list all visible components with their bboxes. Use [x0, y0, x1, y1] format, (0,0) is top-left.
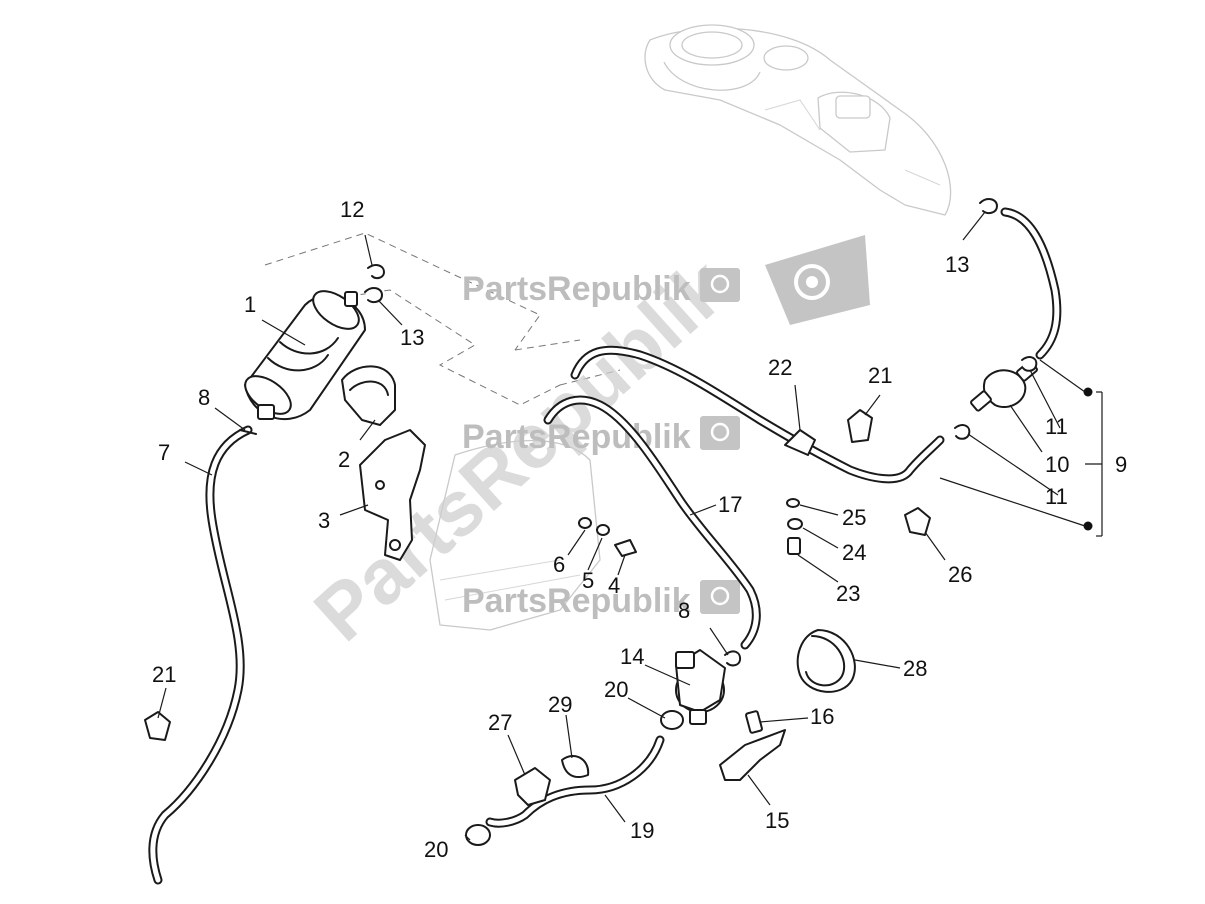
hose-17 — [543, 345, 945, 650]
callout-25: 25 — [842, 505, 866, 530]
callout-13-right: 13 — [945, 252, 969, 277]
clip-11-bottom — [954, 424, 971, 440]
callout-5: 5 — [582, 568, 594, 593]
clip-29 — [561, 755, 590, 779]
band-28 — [796, 629, 856, 693]
callout-15: 15 — [765, 808, 789, 833]
hose-right — [1000, 207, 1062, 360]
svg-text:PartsRepublik: PartsRepublik — [462, 270, 691, 308]
svg-text:PartsRepublik: PartsRepublik — [462, 582, 691, 620]
callout-labels: 1 2 3 12 13 8 7 21 13 11 10 9 11 22 21 1… — [152, 197, 1127, 862]
fuel-tank-ghost — [644, 24, 952, 216]
callout-28: 28 — [903, 656, 927, 681]
gear-icon — [710, 274, 730, 294]
holder-27 — [514, 767, 551, 806]
callout-6: 6 — [553, 552, 565, 577]
bracket-15 — [719, 729, 786, 781]
callout-2: 2 — [338, 447, 350, 472]
leader-lines — [157, 211, 1102, 841]
gear-icon — [710, 586, 730, 606]
gear-icon — [710, 422, 730, 442]
callout-20-bottom: 20 — [424, 837, 448, 862]
callout-4: 4 — [608, 573, 620, 598]
clip-12 — [367, 264, 385, 280]
callout-20-top: 20 — [604, 677, 628, 702]
washer-25 — [786, 498, 800, 508]
bracket-3 — [359, 429, 426, 561]
callout-10: 10 — [1045, 452, 1069, 477]
callout-16: 16 — [810, 704, 834, 729]
callout-24: 24 — [842, 540, 866, 565]
clamp-20-bottom — [465, 824, 491, 846]
washer-5 — [596, 524, 610, 536]
callout-11-bottom: 11 — [1045, 484, 1068, 509]
callout-1: 1 — [244, 292, 256, 317]
strap-2 — [341, 365, 396, 426]
canister-1 — [244, 290, 366, 420]
bolt-23 — [787, 537, 801, 555]
washer-24 — [787, 518, 803, 530]
clamp-20-top — [660, 710, 684, 730]
gear-icon — [794, 264, 830, 300]
watermark-logo-large — [765, 235, 870, 325]
clip-26 — [904, 507, 931, 536]
svg-text:PartsRepublik: PartsRepublik — [462, 418, 691, 456]
callout-19: 19 — [630, 818, 654, 843]
callout-3: 3 — [318, 508, 330, 533]
watermark-row-3: PartsRepublik — [462, 580, 740, 620]
callout-8-left: 8 — [198, 385, 210, 410]
group-bracket-9 — [1083, 387, 1103, 537]
callout-22: 22 — [768, 355, 792, 380]
callout-9: 9 — [1115, 452, 1127, 477]
bolt-16 — [745, 710, 763, 734]
callout-23: 23 — [836, 581, 860, 606]
clip-21-left — [144, 711, 171, 741]
callout-11-top: 11 — [1045, 414, 1068, 439]
valve-14 — [675, 649, 726, 725]
callout-14: 14 — [620, 644, 644, 669]
callout-13-left: 13 — [400, 325, 424, 350]
clip-11-top — [1021, 356, 1038, 372]
clip-13-right — [979, 198, 998, 215]
callout-17: 17 — [718, 492, 742, 517]
callout-26: 26 — [948, 562, 972, 587]
clip-22 — [784, 429, 816, 456]
watermark-row-1: PartsRepublik — [462, 268, 740, 308]
hose-7 — [148, 425, 253, 885]
callout-7: 7 — [158, 440, 170, 465]
callout-29: 29 — [548, 692, 572, 717]
clip-8-bottom — [724, 650, 742, 667]
callout-27: 27 — [488, 710, 512, 735]
watermark-row-2: PartsRepublik — [462, 416, 740, 456]
callout-21-left: 21 — [152, 662, 176, 687]
hose-19 — [485, 735, 665, 828]
callout-12: 12 — [340, 197, 364, 222]
callout-8-bottom: 8 — [678, 598, 690, 623]
clip-13-left — [364, 287, 383, 304]
body-panel-ghost — [429, 439, 601, 631]
washer-6 — [578, 517, 592, 529]
callout-21-right: 21 — [868, 363, 892, 388]
clip-8-left — [239, 429, 257, 435]
clip-21-right — [847, 409, 873, 443]
bolt-4 — [614, 539, 637, 557]
